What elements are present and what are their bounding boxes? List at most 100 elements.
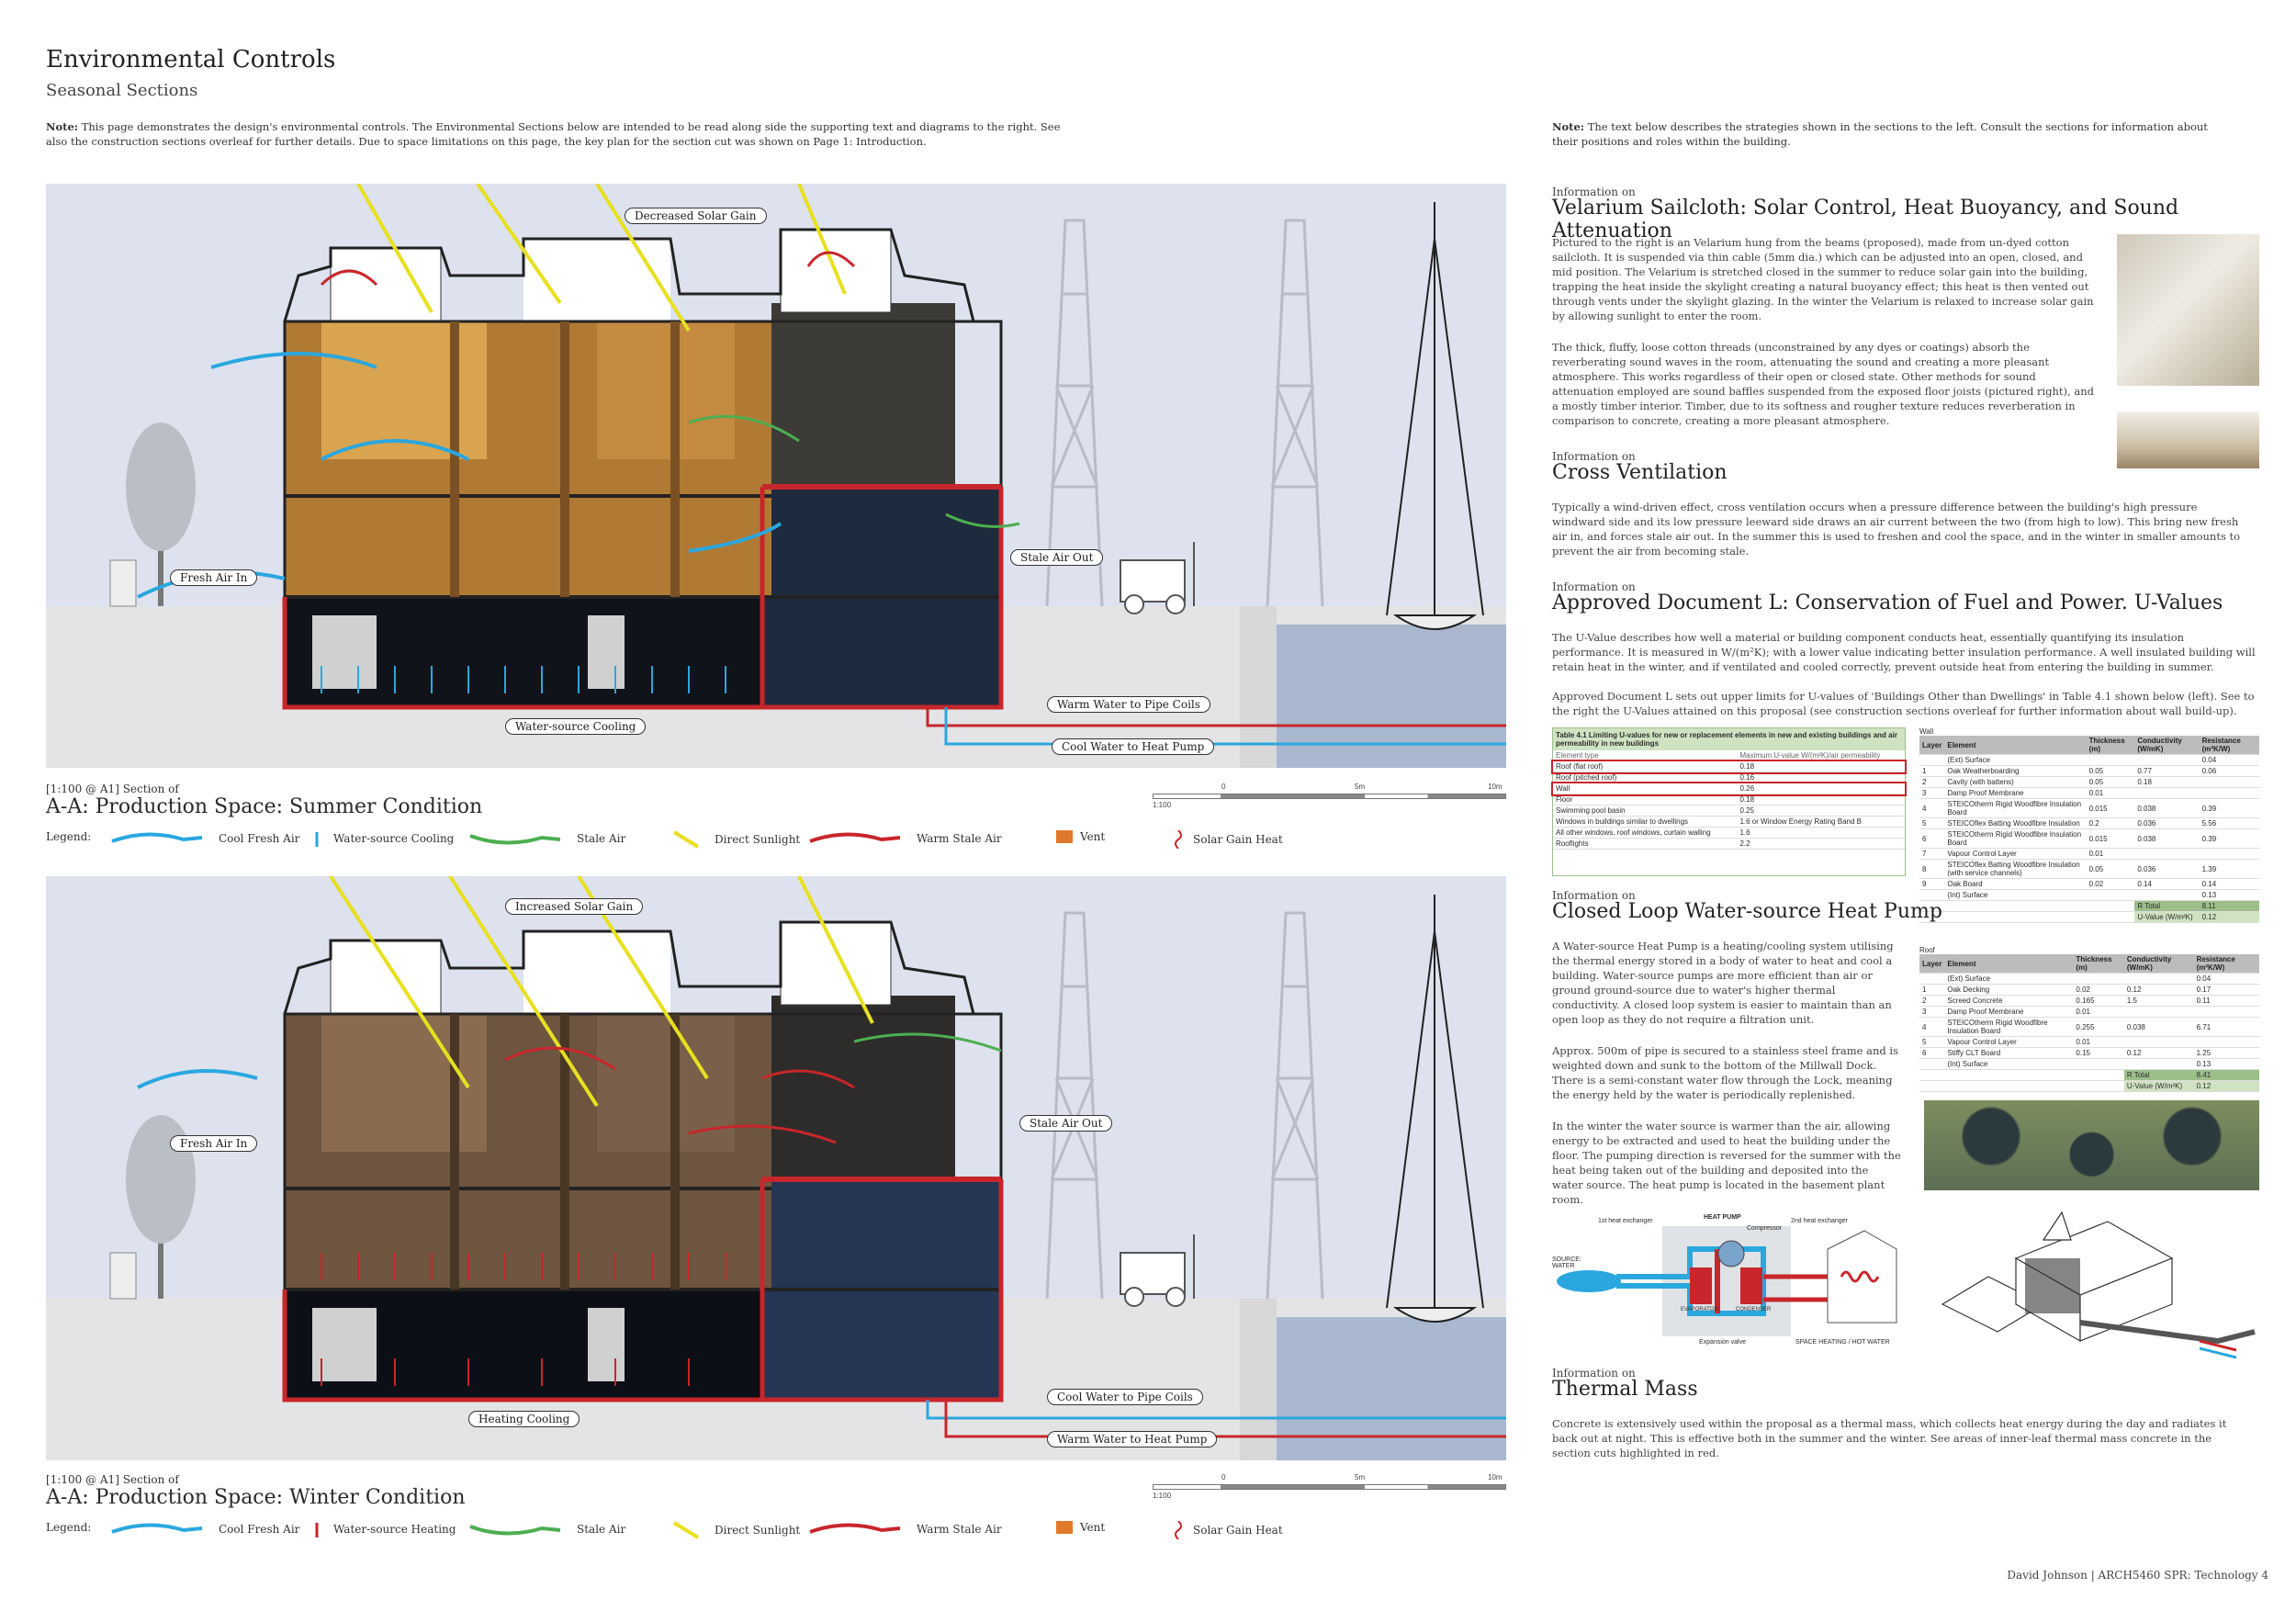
boat-icon (1386, 202, 1484, 630)
warm-air-arrow-icon (809, 1523, 901, 1534)
heat-pump-pre: Information on (1552, 889, 1636, 902)
intro-note: Note: This page demonstrates the design'… (46, 119, 1075, 149)
thermal-mass-p1: Concrete is extensively used within the … (1552, 1417, 2227, 1459)
velarium-heading: Velarium Sailcloth: Solar Control, Heat … (1552, 197, 2179, 242)
stale-air-arrow-icon (469, 1525, 561, 1536)
solar-heat-icon (1175, 1521, 1182, 1539)
cool-water-pipe-label: Cool Water to Pipe Coils (1047, 1389, 1203, 1405)
summer-title: A-A: Production Space: Summer Condition (46, 795, 483, 818)
pylon-icon (1045, 911, 1324, 1300)
heat-pump-p2: Approx. 500m of pipe is secured to a sta… (1552, 1044, 1898, 1101)
cool-water-pump-label: Cool Water to Heat Pump (1052, 738, 1215, 755)
fresh-air-in-label: Fresh Air In (170, 569, 258, 586)
cooling-arrow-icon (315, 832, 319, 847)
doc-l-heading: Approved Document L: Conservation of Fue… (1552, 591, 2223, 614)
heat-pump-heading: Closed Loop Water-source Heat Pump (1552, 900, 1942, 923)
cross-vent-heading: Cross Ventilation (1552, 461, 1728, 484)
heat-pump-diagram: SOURCE: WATER 1st heat exchanger HEAT PU… (1552, 1212, 1901, 1350)
winter-title: A-A: Production Space: Winter Condition (46, 1486, 466, 1509)
doc-l-p1: The U-Value describes how well a materia… (1552, 631, 2256, 673)
boat-icon (1386, 895, 1484, 1323)
velarium-p2: The thick, fluffy, loose cotton threads … (1552, 341, 2094, 427)
table-4-1-title: Table 4.1 Limiting U-values for new or r… (1553, 728, 1905, 750)
cross-vent-p1: Typically a wind-driven effect, cross ve… (1552, 501, 2241, 558)
cross-vent-pre: Information on (1552, 450, 1636, 463)
summer-scale-caption: [1:100 @ A1] Section of (46, 783, 179, 795)
pylon-icon (1045, 219, 1324, 607)
note-label: Note: (46, 120, 79, 133)
page-title: Environmental Controls (46, 46, 336, 73)
page-subtitle: Seasonal Sections (46, 81, 198, 100)
thermal-mass-pre: Information on (1552, 1367, 1636, 1380)
tree-icon (126, 422, 196, 606)
warm-water-pump-label: Warm Water to Heat Pump (1047, 1431, 1218, 1447)
summer-section-drawing (46, 184, 1506, 768)
velarium-pre: Information on (1552, 186, 1636, 198)
doc-l-p2: Approved Document L sets out upper limit… (1552, 690, 2255, 717)
footer: David Johnson | ARCH5460 SPR: Technology… (2007, 1569, 2268, 1582)
winter-scale-caption: [1:100 @ A1] Section of (46, 1473, 179, 1486)
summer-section-panel: Decreased Solar Gain Fresh Air In Stale … (46, 184, 1506, 768)
winter-legend: Legend: Cool Fresh Air Water-source Heat… (46, 1517, 1368, 1541)
fresh-air-in-label: Fresh Air In (170, 1135, 258, 1152)
velarium-photo (2117, 234, 2259, 386)
table-row: Roof (flat roof)0.18 (1551, 759, 1907, 774)
heat-pump-coil-photo (1924, 1100, 2259, 1190)
doc-l-pre: Information on (1552, 580, 1636, 593)
axonometric-drawing (1924, 1203, 2264, 1369)
stale-air-out-label: Stale Air Out (1010, 549, 1104, 566)
solar-heat-icon (1175, 830, 1182, 849)
water-source-cooling-label: Water-source Cooling (505, 718, 647, 735)
note-text: This page demonstrates the design's envi… (46, 120, 1061, 148)
vent-icon (1056, 830, 1073, 843)
sunlight-arrow-icon (672, 830, 700, 849)
heating-arrow-icon (315, 1523, 319, 1538)
thermal-mass-heading: Thermal Mass (1552, 1378, 1698, 1401)
cool-air-arrow-icon (111, 1523, 203, 1534)
forklift-icon (1120, 1234, 1195, 1307)
warm-air-arrow-icon (809, 832, 901, 843)
increased-solar-gain-label: Increased Solar Gain (505, 898, 644, 915)
table-row: Windows in buildings similar to dwelling… (1553, 816, 1905, 828)
cool-air-arrow-icon (111, 832, 203, 843)
vent-icon (1056, 1521, 1073, 1534)
velarium-p1: Pictured to the right is an Velarium hun… (1552, 236, 2094, 322)
decreased-solar-gain-label: Decreased Solar Gain (625, 208, 767, 224)
sound-baffle-photo (2117, 411, 2259, 468)
warm-water-pipe-label: Warm Water to Pipe Coils (1047, 696, 1210, 713)
heat-pump-p1: A Water-source Heat Pump is a heating/co… (1552, 940, 1894, 1026)
winter-section-panel: Increased Solar Gain Fresh Air In Stale … (46, 876, 1506, 1460)
winter-section-drawing (46, 876, 1506, 1460)
right-note: Note: The text below describes the strat… (1552, 120, 2208, 148)
sunlight-arrow-icon (672, 1521, 700, 1539)
stale-air-arrow-icon (469, 834, 561, 845)
table-row: All other windows, roof windows, curtain… (1553, 827, 1905, 839)
stale-air-out-label: Stale Air Out (1019, 1115, 1113, 1132)
table-row: Roof (pitched roof)0.16 (1553, 772, 1905, 783)
forklift-icon (1120, 542, 1195, 614)
summer-legend: Legend: Cool Fresh Air Water-source Cool… (46, 827, 1368, 850)
